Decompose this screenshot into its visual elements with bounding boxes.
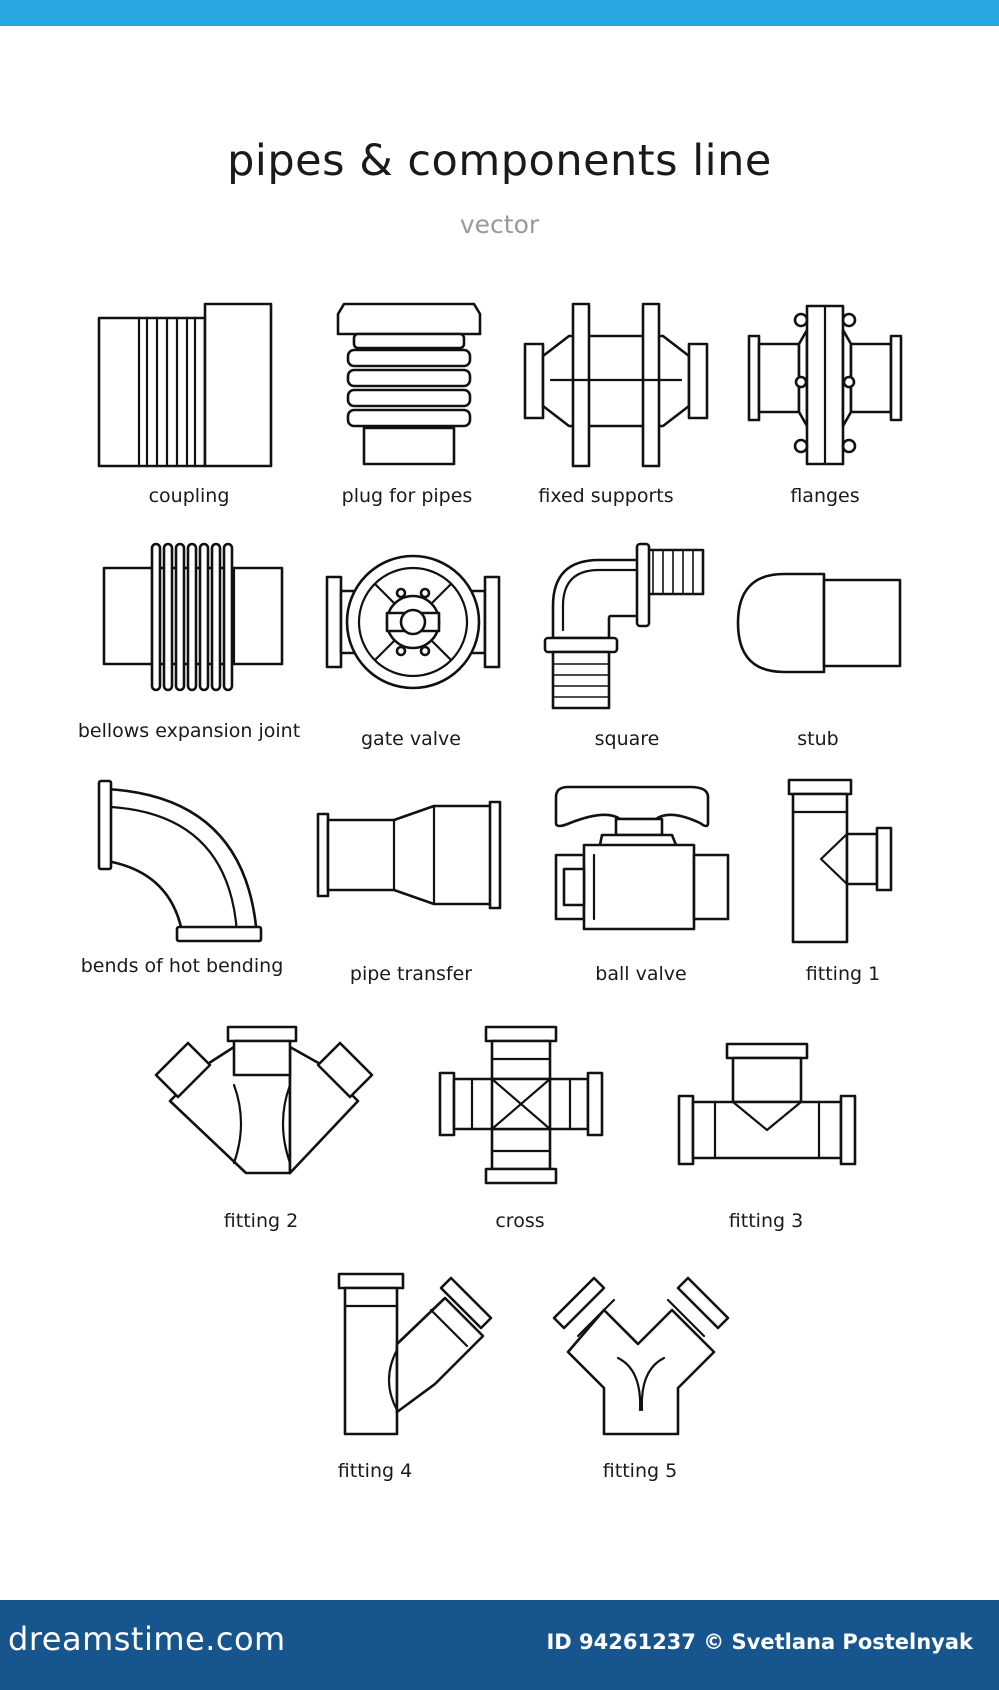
double-branch-fitting-icon bbox=[148, 1023, 380, 1185]
item-label-gate-valve: gate valve bbox=[361, 728, 461, 750]
y-fitting-icon bbox=[548, 1270, 734, 1440]
tee-fitting-icon bbox=[785, 776, 905, 946]
brand-logo-text: dreamstime.com bbox=[8, 1620, 286, 1658]
item-label-fitting-5: fitting 5 bbox=[602, 1460, 678, 1482]
ball-valve-icon bbox=[550, 783, 732, 933]
item-label-fixed-supports: fixed supports bbox=[538, 485, 674, 507]
item-label-plug: plug for pipes bbox=[341, 485, 473, 507]
item-label-flanges: flanges bbox=[790, 485, 860, 507]
fixed-support-icon bbox=[521, 300, 711, 470]
item-label-ball-valve: ball valve bbox=[595, 963, 687, 985]
item-label-pipe-transfer: pipe transfer bbox=[349, 963, 473, 985]
page-subtitle: vector bbox=[459, 210, 540, 239]
item-label-square: square bbox=[594, 728, 660, 750]
wye-fitting-icon bbox=[335, 1270, 495, 1440]
cross-fitting-icon bbox=[436, 1023, 606, 1188]
footer-bar: dreamstime.com ID 94261237 © Svetlana Po… bbox=[0, 1600, 999, 1690]
pipe-plug-icon bbox=[334, 300, 484, 470]
item-label-fitting-1: fitting 1 bbox=[805, 963, 881, 985]
item-label-fitting-4: fitting 4 bbox=[337, 1460, 413, 1482]
item-label-fitting-3: fitting 3 bbox=[728, 1210, 804, 1232]
elbow-square-icon bbox=[539, 540, 714, 715]
bend-icon bbox=[97, 777, 267, 947]
item-label-bends: bends of hot bending bbox=[80, 955, 284, 977]
item-label-coupling: coupling bbox=[148, 485, 230, 507]
item-label-fitting-2: fitting 2 bbox=[223, 1210, 299, 1232]
top-accent-bar bbox=[0, 0, 999, 26]
tee-fitting-icon bbox=[675, 1040, 860, 1170]
page-title: pipes & components line bbox=[227, 136, 772, 186]
stub-icon bbox=[734, 568, 904, 678]
gate-valve-icon bbox=[323, 553, 503, 693]
bellows-joint-icon bbox=[100, 538, 285, 698]
image-credit: ID 94261237 © Svetlana Postelnyak bbox=[546, 1630, 973, 1654]
flange-icon bbox=[745, 300, 905, 470]
item-label-stub: stub bbox=[797, 728, 839, 750]
item-label-cross: cross bbox=[495, 1210, 545, 1232]
item-label-bellows: bellows expansion joint bbox=[77, 720, 301, 742]
coupling-icon bbox=[95, 300, 280, 470]
pipe-reducer-icon bbox=[314, 800, 504, 910]
